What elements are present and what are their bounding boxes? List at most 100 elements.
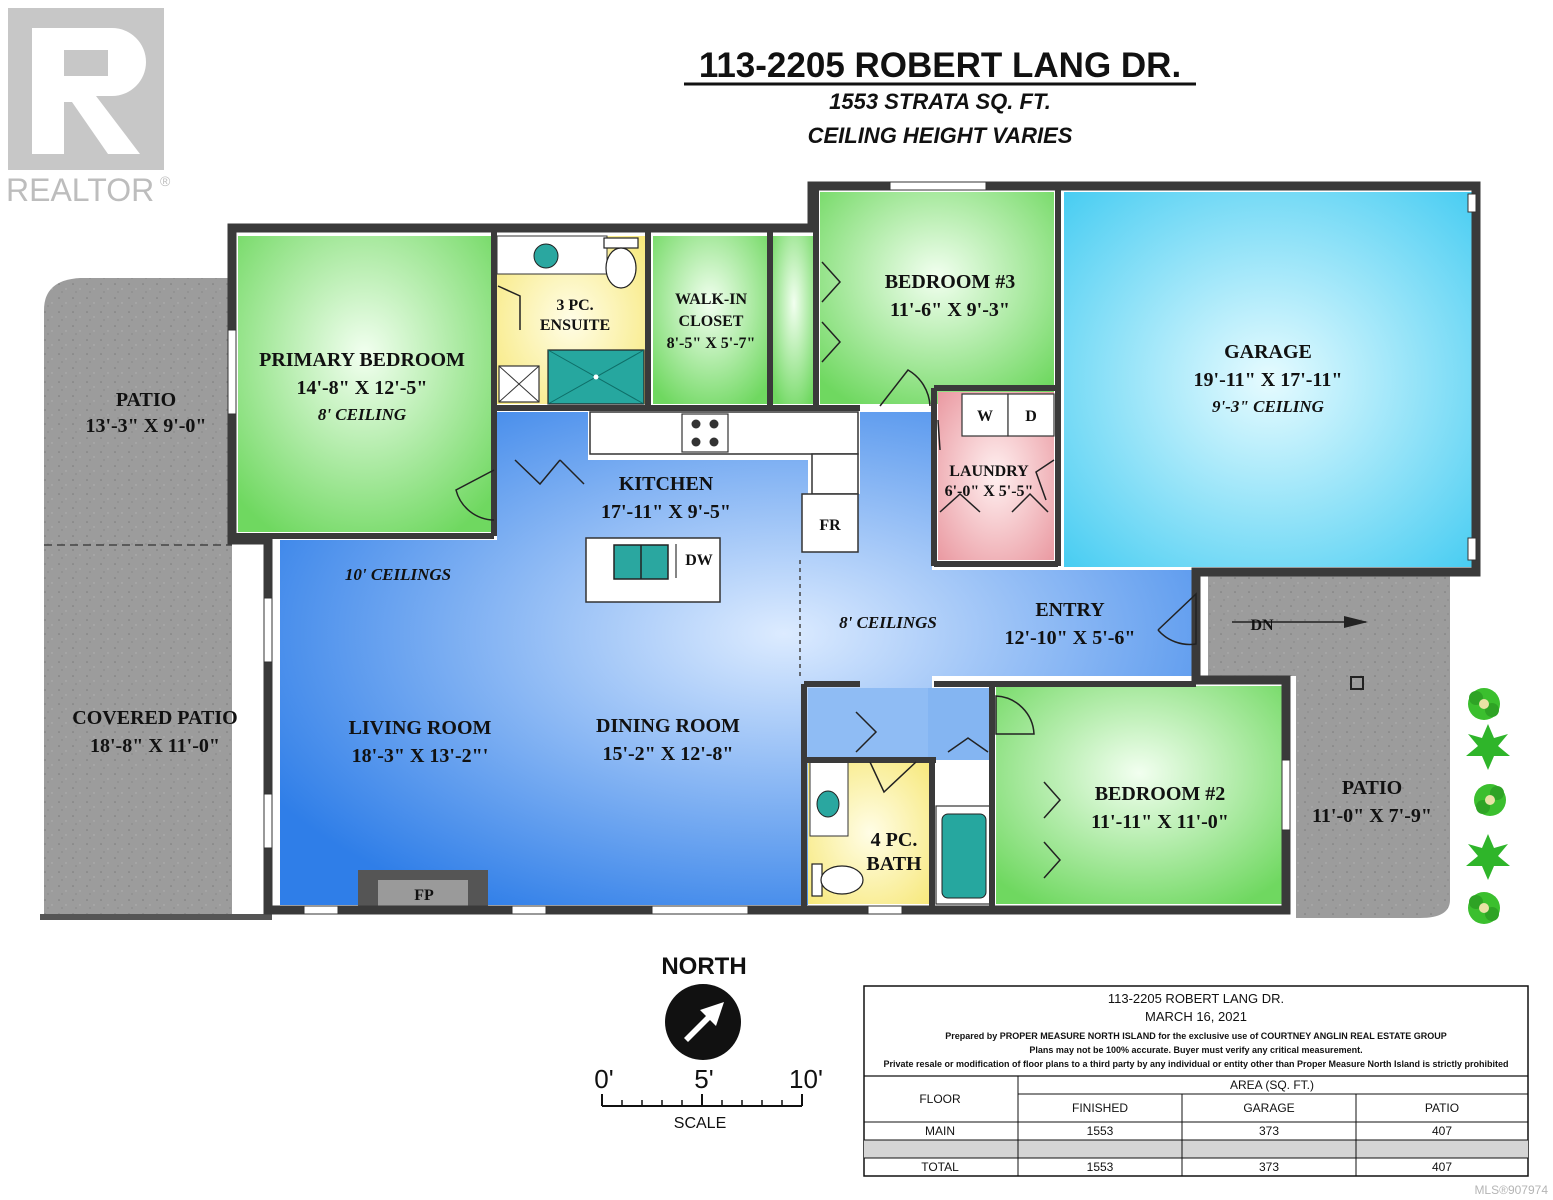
info-date: MARCH 16, 2021 [1145, 1009, 1247, 1024]
walkin-dims: 8'-5" X 5'-7" [667, 335, 756, 352]
info-address: 113-2205 ROBERT LANG DR. [1108, 991, 1284, 1006]
window [263, 793, 273, 849]
window [303, 905, 339, 915]
north-arrow-icon [665, 984, 741, 1060]
primary-bedroom-ceiling: 8' CEILING [318, 405, 407, 424]
col-garage: GARAGE [1243, 1101, 1294, 1115]
row-main-finished: 1553 [1087, 1124, 1114, 1138]
scale-bar [601, 1094, 803, 1107]
address-title: 113-2205 ROBERT LANG DR. [699, 46, 1181, 85]
living-room-name: LIVING ROOM [349, 717, 492, 739]
walkin-name2: CLOSET [679, 313, 744, 330]
shrub-icons [1466, 688, 1510, 924]
patio-e-name: PATIO [1342, 777, 1402, 799]
area-subtitle: 1553 STRATA SQ. FT. [829, 89, 1051, 114]
door [947, 737, 989, 753]
ensuite-name2: ENSUITE [540, 317, 610, 334]
entry-dims: 12'-10" X 5'-6" [1004, 627, 1135, 649]
door [1035, 459, 1055, 501]
dishwasher-label: DW [685, 552, 713, 569]
primary-bedroom-dims: 14'-8" X 12'-5" [296, 377, 427, 399]
covered-patio-dims: 18'-8" X 11'-0" [90, 735, 220, 757]
scale-tick-0: 0' [594, 1064, 613, 1094]
scale-tick-10: 10' [789, 1064, 823, 1094]
bedroom2-room [996, 686, 1282, 904]
laundry-dims: 6'-0" X 5'-5" [945, 483, 1034, 500]
garage-room [1064, 192, 1474, 567]
info-disclaimer1: Plans may not be 100% accurate. Buyer mu… [1029, 1045, 1362, 1055]
bedroom3-closet [773, 236, 815, 404]
realtor-logo: REALTOR ® [6, 8, 171, 208]
bath-name1: 4 PC. [871, 829, 918, 851]
entry-door [1157, 592, 1197, 646]
row-main-floor: MAIN [925, 1124, 955, 1138]
scale-label: SCALE [674, 1115, 726, 1132]
kitchen-name: KITCHEN [619, 473, 714, 495]
row-total-floor: TOTAL [921, 1160, 959, 1174]
dryer-label: D [1025, 408, 1037, 425]
col-finished: FINISHED [1072, 1101, 1128, 1115]
patio-e-dims: 11'-0" X 7'-9" [1312, 805, 1432, 827]
ceiling-subtitle: CEILING HEIGHT VARIES [808, 123, 1073, 148]
registered-mark: ® [160, 173, 171, 189]
info-table [863, 985, 1529, 1177]
bathtub-icon [935, 805, 993, 905]
area-header: AREA (SQ. FT.) [1230, 1078, 1314, 1092]
row-main-patio: 407 [1432, 1124, 1452, 1138]
door [937, 419, 941, 451]
stairs-label: DN [1250, 617, 1274, 634]
door [939, 492, 1049, 513]
scale-tick-5: 5' [694, 1064, 713, 1094]
door [455, 469, 495, 521]
stove-icon [681, 413, 729, 453]
entry-ceiling: 8' CEILINGS [839, 613, 937, 632]
bedroom3-name: BEDROOM #3 [885, 271, 1016, 293]
row-total-garage: 373 [1259, 1160, 1279, 1174]
info-prepared: Prepared by PROPER MEASURE NORTH ISLAND … [945, 1031, 1447, 1041]
walkin-closet-room [653, 236, 767, 404]
bath-toilet-icon [811, 863, 864, 897]
col-patio: PATIO [1425, 1101, 1459, 1115]
window [867, 905, 903, 915]
floor-header: FLOOR [919, 1092, 961, 1106]
mls-watermark: MLS®907974 [1474, 1183, 1548, 1197]
arrow-right-icon [1344, 616, 1368, 628]
washer-label: W [977, 408, 993, 425]
dryer [1007, 393, 1055, 437]
living-room-dims: 18'-3" X 13'-2"' [352, 745, 489, 767]
patio-nw-dims: 13'-3" X 9'-0" [85, 415, 206, 437]
fridge [801, 493, 859, 553]
door [821, 261, 842, 363]
patio-nw-name: PATIO [116, 389, 176, 411]
main-living-area [280, 412, 1196, 905]
primary-bedroom-room [238, 236, 491, 532]
bedroom3-dims: 11'-6" X 9'-3" [890, 299, 1010, 321]
entry-name: ENTRY [1035, 599, 1105, 621]
window [511, 905, 547, 915]
window [227, 329, 237, 415]
compass-label: NORTH [661, 953, 746, 980]
row-total-patio: 407 [1432, 1160, 1452, 1174]
window [651, 905, 749, 915]
window [1281, 759, 1291, 831]
covered-patio-name: COVERED PATIO [72, 707, 237, 729]
fireplace-label: FP [414, 887, 434, 904]
door [497, 285, 521, 330]
sink-icon [613, 544, 669, 580]
door [1043, 781, 1062, 879]
door [855, 711, 878, 753]
bedroom2-name: BEDROOM #2 [1095, 783, 1226, 805]
fridge-label: FR [819, 517, 841, 534]
realtor-logo-text: REALTOR [6, 172, 154, 208]
living-ceiling: 10' CEILINGS [345, 565, 451, 584]
dining-room-name: DINING ROOM [596, 715, 740, 737]
bath-name2: BATH [866, 853, 922, 875]
patio-area-west [44, 278, 232, 918]
window [1467, 537, 1477, 561]
row-total-finished: 1553 [1087, 1160, 1114, 1174]
washer [961, 393, 1009, 437]
door [869, 761, 917, 794]
primary-bedroom-name: PRIMARY BEDROOM [259, 349, 465, 371]
ensuite-name1: 3 PC. [556, 297, 593, 314]
